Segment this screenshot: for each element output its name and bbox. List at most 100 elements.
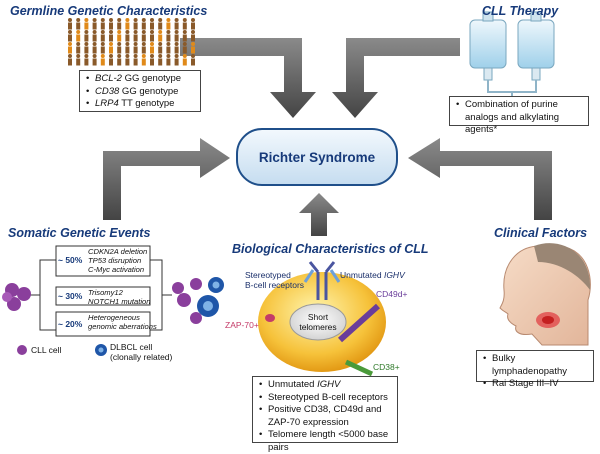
person-icon [109,18,113,22]
person-icon [84,42,89,46]
therapy-title: CLL Therapy [482,4,559,18]
therapy-list: Combination of purine analogs and alkyla… [456,99,582,137]
person-icon [125,34,130,42]
person-icon [92,54,97,58]
germline-title: Germline Genetic Characteristics [10,4,208,18]
person-icon [76,30,81,34]
somatic-event-line: genomic aberrations [88,322,157,331]
person-icon [68,58,72,66]
person-icon [141,18,146,22]
person-icon [125,46,130,54]
person-icon [133,18,138,22]
somatic-event-line: Trisomy12 [88,288,123,297]
stereotyped-label: Stereotyped [245,270,291,280]
person-icon [100,58,105,66]
person-icon [133,30,138,34]
person-icon [182,22,187,30]
richter-syndrome-label: Richter Syndrome [258,149,376,165]
person-icon [166,34,171,42]
arrow-therapy [332,38,460,118]
bcr-label: Stereotyped B-cell receptors [245,270,304,290]
person-icon [141,34,146,42]
person-icon [92,30,97,34]
person-icon [166,54,171,58]
biological-item: Positive CD38, CD49d and ZAP-70 expressi… [259,404,391,429]
person-icon [191,54,195,58]
person-icon [150,22,154,30]
person-icon [158,54,163,58]
person-icon [166,30,171,34]
person-icon [182,58,187,66]
person-icon [117,30,122,34]
person-icon [117,22,122,30]
person-icon [76,18,81,22]
person-icon [174,22,179,30]
person-icon [84,22,89,30]
person-icon [125,18,130,22]
cll-cell-illustration [258,261,386,377]
person-icon [68,42,72,46]
biological-list: Unmutated IGHVStereotyped B-cell recepto… [259,379,391,454]
person-icon [76,42,81,46]
dlbcl-legend-note: (clonally related) [110,352,173,362]
person-icon [182,18,187,22]
person-icon [150,46,154,54]
biological-box: Unmutated IGHVStereotyped B-cell recepto… [252,376,398,453]
person-icon [109,42,113,46]
person-icon [174,30,179,34]
person-icon [158,58,163,66]
person-icon [125,22,130,30]
person-icon [76,58,81,66]
gene-name: LRP4 [95,98,119,109]
person-icon [158,18,163,22]
genotype-text: GG genotype [121,73,182,84]
person-icon [191,34,195,42]
person-icon [191,46,195,54]
person-icon [133,58,138,66]
dlbcl-cells-cluster [172,277,224,324]
somatic-event-line: C-Myc activation [88,265,145,274]
arrow-germline [180,38,316,118]
person-icon [150,18,154,22]
person-icon [150,42,154,46]
person-icon [84,34,89,42]
biological-item: Stereotyped B-cell receptors [259,392,391,405]
somatic-percentage: ~ 30% [58,291,83,301]
person-icon [182,34,187,42]
germline-item: CD38 GG genotype [86,86,194,99]
person-icon [117,34,122,42]
germline-item: BCL-2 GG genotype [86,73,194,86]
person-icon [68,22,72,30]
person-icon [166,58,171,66]
person-icon [76,22,81,30]
person-icon [84,18,89,22]
therapy-box: Combination of purine analogs and alkyla… [449,96,589,135]
person-icon [166,46,171,54]
biological-item: Telomere length <5000 base pairs [259,429,391,454]
therapy-item: Combination of purine analogs and alkyla… [456,99,582,137]
genotype-text: GG genotype [119,85,179,97]
somatic-event-line: CDKN2A deletion [88,247,148,256]
cell-legend-icons [17,344,107,356]
bcell-label: B-cell receptors [245,280,305,290]
gene-name: CD38 [95,85,120,97]
person-icon [182,46,187,54]
person-icon [109,54,113,58]
person-icon [174,42,179,46]
person-icon [76,46,81,54]
person-icon [150,58,154,66]
person-icon [191,30,195,34]
ighv-label: Unmutated IGHV [340,270,405,280]
person-icon [92,42,97,46]
person-icon [133,46,138,54]
person-icon [68,54,72,58]
zap70-label: ZAP-70+ [225,320,259,330]
person-icon [109,46,113,54]
person-icon [117,18,122,22]
germline-box: BCL-2 GG genotypeCD38 GG genotypeLRP4 TT… [79,70,201,112]
person-icon [174,58,179,66]
arrow-clinical [408,138,552,220]
